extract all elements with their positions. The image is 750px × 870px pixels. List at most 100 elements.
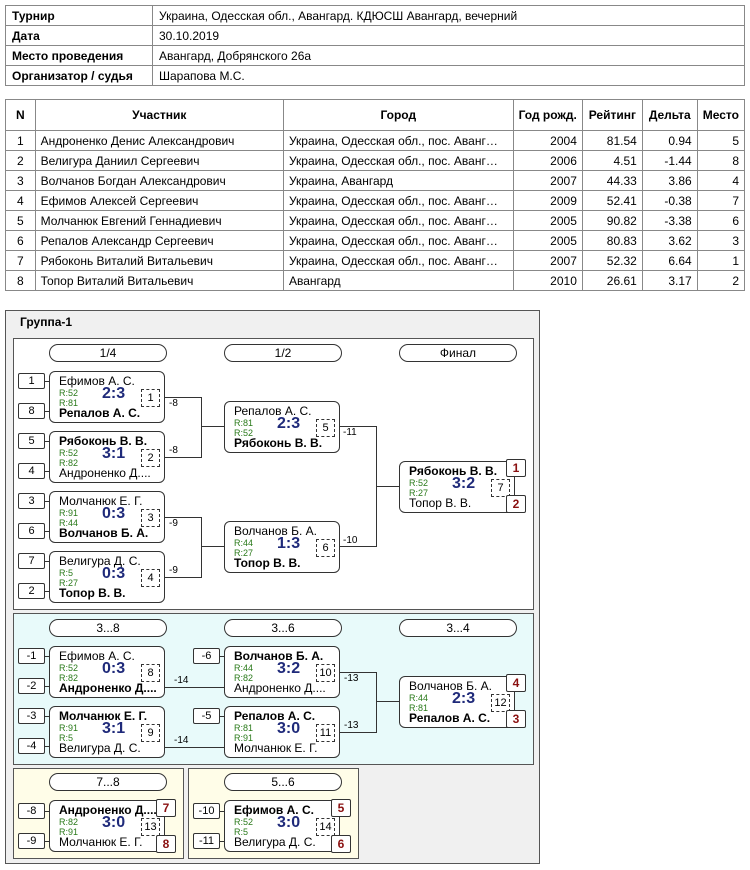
match-number: 14 <box>316 818 335 836</box>
seed-box: 5 <box>18 433 45 449</box>
match-score: 2:3 <box>277 415 301 432</box>
match-score: 3:2 <box>277 660 301 677</box>
player-cell: 7 <box>5 250 36 271</box>
player-cell: 2010 <box>512 270 583 291</box>
info-value: 30.10.2019 <box>152 25 745 46</box>
player-cell: 2005 <box>512 230 583 251</box>
seed-box: -6 <box>193 648 220 664</box>
match-number: 9 <box>141 724 160 742</box>
seed-connector <box>45 716 49 717</box>
place-badge: 5 <box>331 799 351 817</box>
player-cell: Украина, Одесская обл., пос. Аванг… <box>282 190 514 211</box>
player-cell: Украина, Одесская обл., пос. Аванг… <box>282 230 514 251</box>
seed-connector <box>220 841 224 842</box>
bracket-line <box>165 747 224 748</box>
loser-label: -10 <box>343 535 358 546</box>
bracket-line <box>165 687 224 688</box>
col-header[interactable]: N <box>5 99 36 131</box>
player-cell: Авангард <box>282 270 514 291</box>
player-two-name: Топор В. В. <box>59 586 126 600</box>
bracket-line <box>165 517 201 518</box>
player-cell: 2009 <box>512 190 583 211</box>
player-two-rating: R:5 <box>234 827 249 837</box>
seed-connector <box>45 811 49 812</box>
player-one-rating: R:81 <box>234 418 254 428</box>
match-number: 8 <box>141 664 160 682</box>
seed-box: -11 <box>193 833 220 849</box>
player-cell: Репалов Александр Сергеевич <box>34 230 284 251</box>
player-two-name: Рябоконь В. В. <box>234 436 323 450</box>
col-header[interactable]: Участник <box>34 99 284 131</box>
player-cell: 2004 <box>512 130 583 151</box>
bracket-line <box>340 672 376 673</box>
player-cell: 44.33 <box>581 170 643 191</box>
loser-label: -9 <box>169 518 178 529</box>
round-label-quarterfinal: 1/4 <box>49 344 167 362</box>
place-badge: 4 <box>506 674 526 692</box>
place-badge: 1 <box>506 459 526 477</box>
player-cell: Украина, Одесская обл., пос. Аванг… <box>282 130 514 151</box>
match-score: 1:3 <box>277 535 301 552</box>
seed-connector <box>45 561 49 562</box>
player-two-rating: R:5 <box>59 733 74 743</box>
seed-connector <box>45 746 49 747</box>
col-header[interactable]: Место <box>696 99 746 131</box>
seed-box: 7 <box>18 553 45 569</box>
col-header[interactable]: Рейтинг <box>581 99 643 131</box>
col-header[interactable]: Год рожд. <box>512 99 583 131</box>
bracket-line <box>340 732 376 733</box>
seed-box: -10 <box>193 803 220 819</box>
place-badge: 6 <box>331 835 351 853</box>
players-table: N Участник Город Год рожд. Рейтинг Дельт… <box>5 99 746 291</box>
player-two-name: Андроненко Д.... <box>59 466 151 480</box>
player-cell: 5 <box>5 210 36 231</box>
player-cell: 2007 <box>512 250 583 271</box>
seed-connector <box>220 716 224 717</box>
match-number: 3 <box>141 509 160 527</box>
player-two-name: Молчанюк Е. Г. <box>234 741 318 755</box>
bracket-line <box>376 701 399 702</box>
place-badge: 7 <box>156 799 176 817</box>
col-header[interactable]: Дельта <box>641 99 698 131</box>
player-cell: 26.61 <box>581 270 643 291</box>
seed-connector <box>45 441 49 442</box>
col-header[interactable]: Город <box>282 99 514 131</box>
player-cell: Украина, Одесская обл., пос. Аванг… <box>282 210 514 231</box>
match-number: 6 <box>316 539 335 557</box>
match-score: 3:1 <box>102 720 126 737</box>
match-score: 2:3 <box>102 385 126 402</box>
match-score: 0:3 <box>102 565 126 582</box>
loser-label: -9 <box>169 565 178 576</box>
players-header-row: N Участник Город Год рожд. Рейтинг Дельт… <box>5 99 746 131</box>
loser-label: -13 <box>344 720 359 731</box>
place-badge: 8 <box>156 835 176 853</box>
match-number: 2 <box>141 449 160 467</box>
match-score: 3:0 <box>102 814 126 831</box>
info-key: Дата <box>5 25 153 46</box>
